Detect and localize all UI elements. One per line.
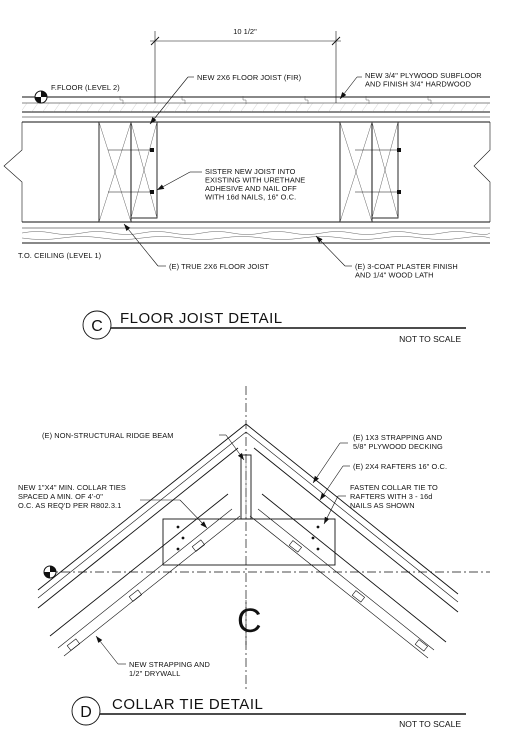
- detail-title: COLLAR TIE DETAIL: [112, 696, 263, 713]
- roof-slope-right: [245, 423, 459, 659]
- note-strapping-decking: (E) 1X3 STRAPPING AND 5/8" PLYWOOD DECKI…: [353, 433, 444, 451]
- floor-assembly: [22, 96, 490, 123]
- note-fasten-collar: FASTEN COLLAR TIE TO RAFTERS WITH 3 - 16…: [350, 483, 440, 510]
- note-plaster: (E) 3-COAT PLASTER FINISH AND 1/4" WOOD …: [355, 262, 460, 280]
- note-rafters: (E) 2X4 RAFTERS 16" O.C.: [353, 462, 447, 471]
- note-collar-ties: NEW 1"X4" MIN. COLLAR TIES SPACED A MIN.…: [18, 483, 128, 510]
- level-floor-label: F.FLOOR (LEVEL 2): [51, 83, 120, 92]
- note-new-joist: NEW 2X6 FLOOR JOIST (FIR): [197, 73, 301, 82]
- nail-marks: [119, 96, 432, 104]
- break-line-right: [473, 122, 491, 222]
- strapping-blocks: [66, 539, 428, 652]
- note-drywall: NEW STRAPPING AND 1/2" DRYWALL: [129, 660, 212, 678]
- level-marker-icon: [43, 565, 57, 579]
- note-ridge-beam: (E) NON-STRUCTURAL RIDGE BEAM: [42, 431, 174, 440]
- note-subfloor: NEW 3/4" PLYWOOD SUBFLOOR AND FINISH 3/4…: [365, 71, 484, 89]
- break-line-left: [3, 122, 23, 222]
- note-true-joist: (E) TRUE 2X6 FLOOR JOIST: [169, 262, 269, 271]
- dimension-label: 10 1/2": [233, 27, 257, 36]
- detail-title-d: D COLLAR TIE DETAIL NOT TO SCALE: [71, 696, 466, 729]
- detail-tag: C: [91, 318, 103, 335]
- level-marker-icon: [34, 90, 48, 104]
- detail-tag: D: [80, 704, 92, 721]
- scale-note: NOT TO SCALE: [399, 334, 461, 344]
- collar-tie: [162, 518, 336, 566]
- detail-title-c: C FLOOR JOIST DETAIL NOT TO SCALE: [82, 310, 466, 344]
- ceiling-assembly: [21, 221, 491, 244]
- collar-tie-detail: C: [18, 386, 490, 729]
- floor-joist-detail: 10 1/2": [3, 27, 491, 344]
- level-ceiling-label: T.O. CEILING (LEVEL 1): [18, 251, 101, 260]
- roof-slope-left: [37, 423, 247, 657]
- joist-pair-left: [98, 121, 158, 223]
- scale-note: NOT TO SCALE: [399, 719, 461, 729]
- centerline-symbol-icon: C: [237, 602, 262, 640]
- note-sister: SISTER NEW JOIST INTO EXISTING WITH URET…: [205, 167, 308, 202]
- detail-title: FLOOR JOIST DETAIL: [120, 310, 283, 327]
- dimension-line: 10 1/2": [150, 27, 341, 103]
- joist-pair-right: [339, 121, 401, 223]
